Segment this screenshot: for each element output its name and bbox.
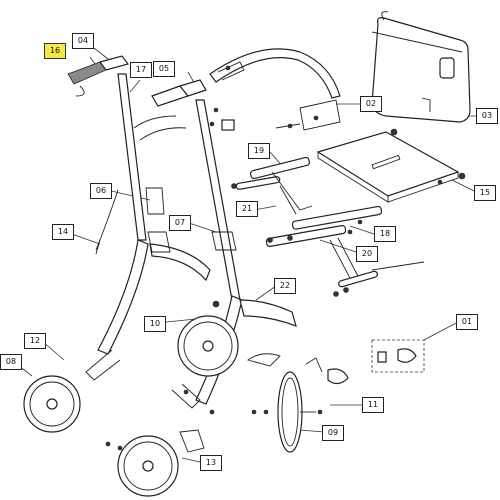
part-label-19: 19: [248, 143, 270, 159]
part-label-08: 08: [0, 354, 22, 370]
part-label-12: 12: [24, 333, 46, 349]
part-label-03: 03: [476, 108, 498, 124]
back-strap-part: [209, 48, 341, 131]
seat-frame-parts: [231, 156, 425, 297]
part-label-10: 10: [144, 316, 166, 332]
part-label-02: 02: [360, 96, 382, 112]
inset-part-01: [305, 339, 425, 385]
part-label-17: 17: [130, 62, 152, 78]
part-label-21: 21: [236, 201, 258, 217]
part-label-13: 13: [200, 455, 222, 471]
frame-parts: [85, 73, 297, 415]
part-label-07: 07: [169, 215, 191, 231]
part-label-16: 16: [44, 43, 66, 59]
part-label-06: 06: [90, 183, 112, 199]
seat-part: [316, 128, 466, 203]
part-label-14: 14: [52, 224, 74, 240]
part-label-22: 22: [274, 278, 296, 294]
part-label-05: 05: [153, 61, 175, 77]
part-label-15: 15: [474, 185, 496, 201]
part-label-04: 04: [72, 33, 94, 49]
part-label-09: 09: [322, 425, 344, 441]
part-label-01: 01: [456, 314, 478, 330]
part-label-18: 18: [374, 226, 396, 242]
part-label-11: 11: [362, 397, 384, 413]
part-label-20: 20: [356, 246, 378, 262]
handle-parts: [67, 55, 235, 141]
wheel-parts: [23, 315, 323, 497]
bag-part: [371, 11, 471, 123]
